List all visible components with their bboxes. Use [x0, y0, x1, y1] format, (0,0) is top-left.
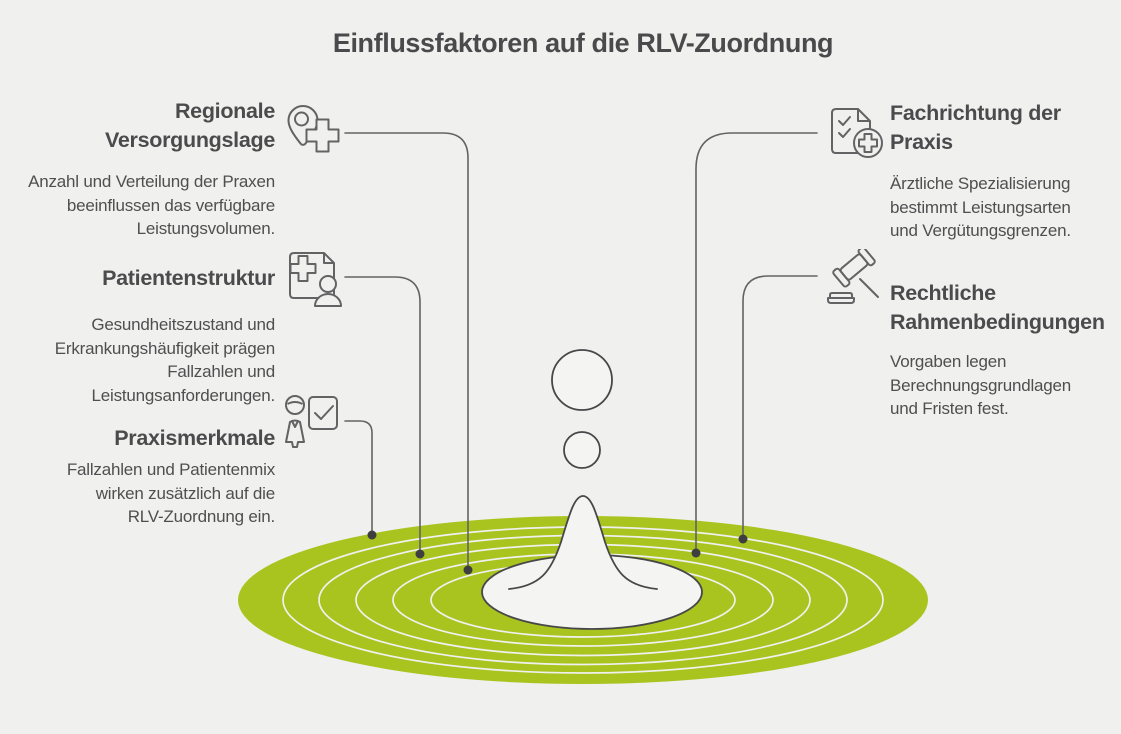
- factor-heading-rechtliche: Rechtliche Rahmenbedingungen: [890, 281, 1105, 334]
- factor-heading-patientenstruktur: Patientenstruktur: [102, 266, 275, 290]
- patient-card-person-icon: [284, 247, 346, 309]
- medical-document-checklist-icon: [824, 105, 886, 161]
- connector-patientenstruktur: [344, 276, 421, 555]
- connector-dot: [738, 534, 748, 544]
- factor-body-patientenstruktur: Gesundheitszustand und Erkrankungshäufig…: [54, 315, 275, 405]
- connector-dots: [367, 530, 748, 575]
- connector-praxismerkmale: [344, 420, 373, 536]
- factor-body-praxismerkmale: Fallzahlen und Patientenmix wirken zusät…: [66, 460, 275, 526]
- droplet-circle-large: [551, 349, 613, 411]
- connector-dot: [691, 548, 701, 558]
- splash-drop-fill: [509, 496, 657, 600]
- splash-drop-outline: [508, 495, 658, 590]
- factor-heading-fachrichtung: Fachrichtung der Praxis: [890, 101, 1061, 154]
- connector-rechtliche: [742, 275, 818, 540]
- factor-body-fachrichtung: Ärztliche Spezialisierung bestimmt Leist…: [890, 174, 1071, 240]
- gavel-icon: [820, 249, 884, 309]
- connector-regionale-versorgungslage: [344, 132, 469, 571]
- factor-body-rechtliche: Vorgaben legen Berechnungsgrundlagen und…: [890, 352, 1072, 418]
- connector-dot: [463, 565, 473, 575]
- droplet-circle-small: [563, 431, 601, 469]
- connector-lines: [344, 132, 818, 571]
- factor-body-regionale-versorgungslage: Anzahl und Verteilung der Praxen beeinfl…: [28, 172, 275, 238]
- factor-heading-regionale-versorgungslage: Regionale Versorgungslage: [105, 99, 275, 152]
- connector-dot: [415, 549, 425, 559]
- location-pin-medical-cross-icon: [284, 103, 342, 155]
- connector-fachrichtung: [695, 132, 818, 554]
- page-title: Einflussfaktoren auf die RLV-Zuordnung: [332, 28, 834, 58]
- clinician-checklist-icon: [282, 391, 340, 449]
- factor-heading-praxismerkmale: Praxismerkmale: [114, 426, 275, 450]
- connector-dot: [367, 530, 377, 540]
